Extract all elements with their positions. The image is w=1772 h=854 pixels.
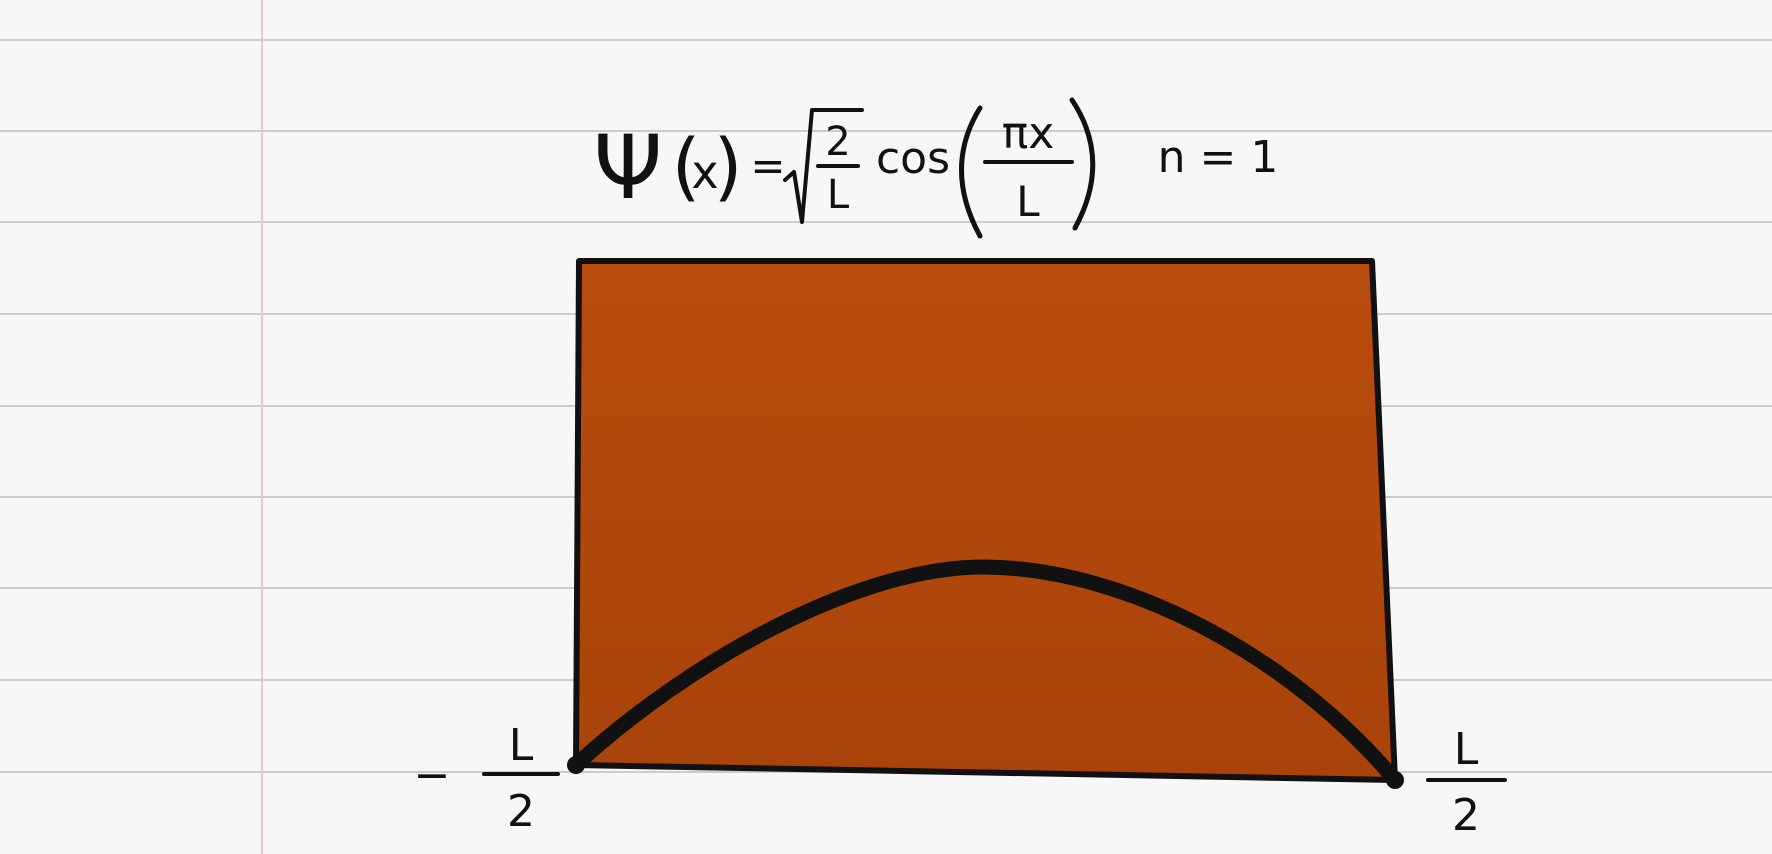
wavefunction-curve xyxy=(568,559,1403,788)
sqrt-numerator: 2 xyxy=(825,119,850,165)
arg-close-paren xyxy=(1069,97,1096,231)
right-endpoint-dot xyxy=(1386,771,1404,789)
quantum-number: n = 1 xyxy=(1158,132,1279,183)
sqrt-sign xyxy=(783,108,864,224)
sqrt-denominator: L xyxy=(827,172,850,218)
psi-symbol: Ψ xyxy=(593,116,662,219)
wavefunction-equation: Ψ ( x ) = 2 L cos πx L n = 1 xyxy=(593,97,1279,239)
right-denominator: 2 xyxy=(1452,790,1480,841)
equals-sign: = xyxy=(750,141,785,190)
arg-denominator: L xyxy=(1016,177,1040,226)
left-numerator: L xyxy=(509,720,534,771)
left-denominator: 2 xyxy=(507,786,535,837)
cos-label: cos xyxy=(876,133,950,184)
potential-well xyxy=(573,258,1398,783)
arg-open-paren xyxy=(959,105,983,239)
left-boundary-label: − L 2 xyxy=(414,720,560,837)
left-minus-sign: − xyxy=(414,750,451,801)
variable-x: x xyxy=(691,145,718,199)
arg-numerator: πx xyxy=(1002,108,1055,159)
right-numerator: L xyxy=(1454,724,1479,775)
close-paren: ) xyxy=(714,124,743,210)
right-boundary-label: L 2 xyxy=(1426,724,1507,841)
open-paren: ( xyxy=(672,124,701,210)
left-endpoint-dot xyxy=(567,756,585,774)
